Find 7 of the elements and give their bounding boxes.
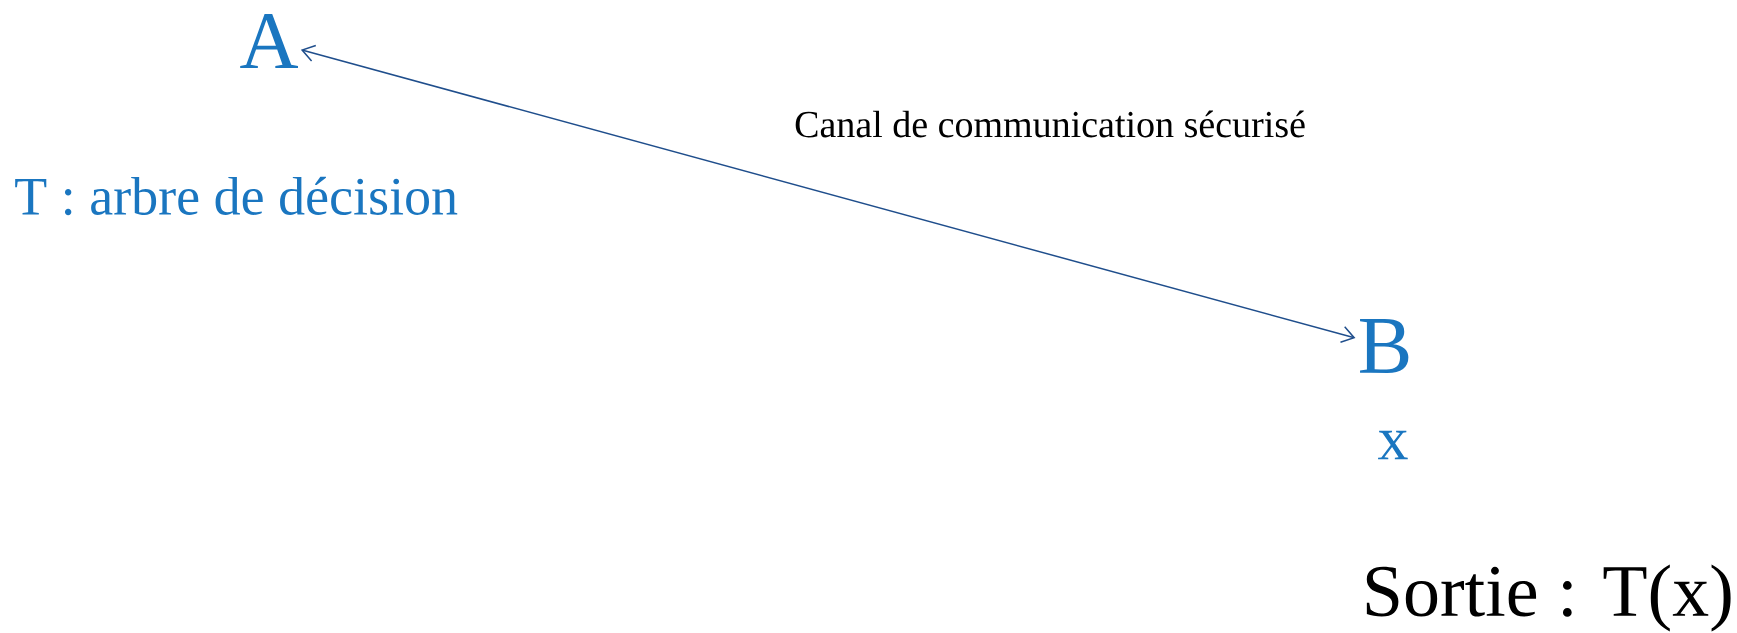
- edge-label: Canal de communication sécurisé: [792, 108, 1308, 140]
- arrow: [300, 44, 1356, 343]
- variable-text: x: [1378, 430, 1408, 460]
- side-text: T : arbre de décision: [15, 176, 458, 216]
- letter-label: B: [1360, 319, 1409, 373]
- letter-label: A: [240, 13, 298, 69]
- output-text: Sortie : T(x): [1366, 564, 1731, 632]
